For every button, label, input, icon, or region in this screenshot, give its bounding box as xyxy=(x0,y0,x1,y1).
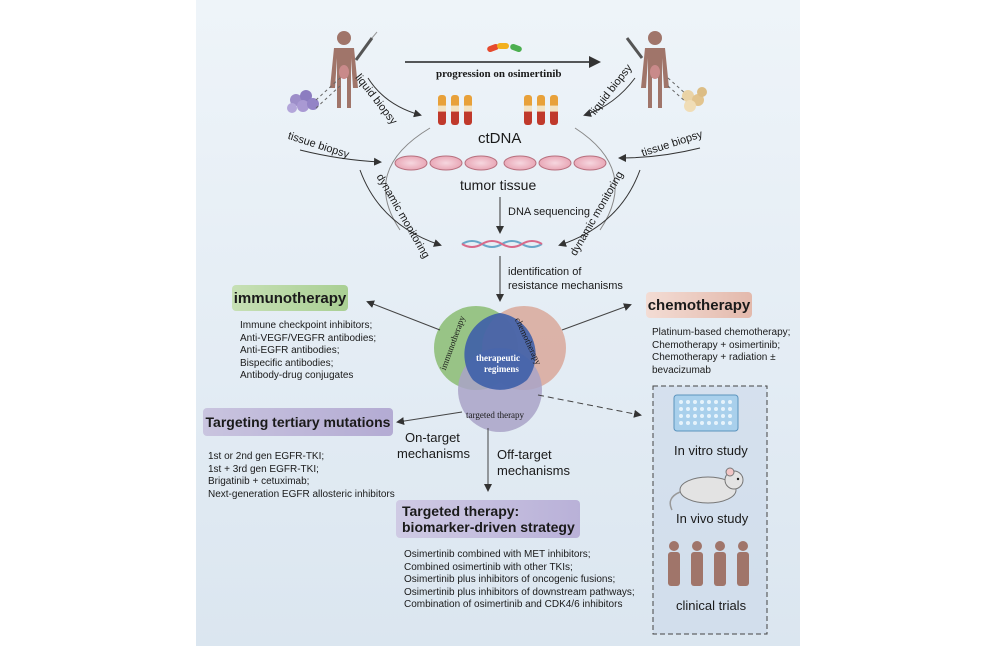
progression-label: progression on osimertinib xyxy=(436,68,562,80)
targeted-item: Osimertinib plus inhibitors of downstrea… xyxy=(404,586,635,598)
tumor-cells-left-icon xyxy=(287,90,319,113)
tertiary-mutations-title: Targeting tertiary mutations xyxy=(203,408,393,436)
targeted-list: Osimertinib combined with MET inhibitors… xyxy=(404,549,635,612)
venn-center-line2: regimens xyxy=(484,364,519,374)
immunotherapy-title: immunotherapy xyxy=(232,285,348,311)
chemotherapy-item: bevacizumab xyxy=(652,364,711,376)
chemotherapy-item: Chemotherapy + radiation ± xyxy=(652,352,776,363)
venn-diagram xyxy=(434,306,566,432)
syringe-icon-right xyxy=(625,37,644,59)
identification-line1: identification of xyxy=(508,266,582,278)
immunotherapy-item: Immune checkpoint inhibitors; xyxy=(240,320,373,331)
immunotherapy-item: Anti-VEGF/VEGFR antibodies; xyxy=(240,332,377,344)
targeted-item: Combined osimertinib with other TKIs; xyxy=(404,561,573,573)
people-icon xyxy=(668,541,749,586)
off-target-line2: mechanisms xyxy=(497,463,570,478)
ctdna-label: ctDNA xyxy=(478,130,522,147)
targeted-title-line1: Targeted therapy: xyxy=(402,503,520,519)
off-target-line1: Off-target xyxy=(497,447,552,462)
immunotherapy-item: Anti-EGFR antibodies; xyxy=(240,345,340,356)
dna-sequencing-label: DNA sequencing xyxy=(508,206,590,218)
on-target-line2: mechanisms xyxy=(397,446,470,461)
on-target-line1: On-target xyxy=(405,430,460,445)
targeted-item: Osimertinib combined with MET inhibitors… xyxy=(404,549,591,560)
patient-figure-left xyxy=(330,31,358,108)
tertiary-item: 1st or 2nd gen EGFR-TKI; xyxy=(208,451,325,462)
targeted-therapy-title: Targeted therapy: biomarker-driven strat… xyxy=(396,500,580,538)
targeted-title-line2: biomarker-driven strategy xyxy=(402,519,575,535)
blood-tubes-right xyxy=(524,95,558,125)
immunotherapy-item: Bispecific antibodies; xyxy=(240,357,334,369)
chemotherapy-item: Chemotherapy + osimertinib; xyxy=(652,339,781,351)
tumor-tissue-label: tumor tissue xyxy=(460,177,537,193)
tertiary-item: Brigatinib + cetuximab; xyxy=(208,476,310,487)
immunotherapy-list: Immune checkpoint inhibitors; Anti-VEGF/… xyxy=(240,320,376,383)
tertiary-item: 1st + 3rd gen EGFR-TKI; xyxy=(208,463,319,475)
chemotherapy-item: Platinum-based chemotherapy; xyxy=(652,327,791,338)
identification-line2: resistance mechanisms xyxy=(508,280,623,292)
mouse-icon xyxy=(669,467,744,511)
venn-targeted-label: targeted therapy xyxy=(466,410,525,420)
chemotherapy-title: chemotherapy xyxy=(646,292,752,318)
patient-figure-right xyxy=(641,31,669,108)
blood-tubes-left xyxy=(438,95,472,125)
pills-icon xyxy=(487,43,522,53)
tertiary-list: 1st or 2nd gen EGFR-TKI; 1st + 3rd gen E… xyxy=(208,451,395,501)
venn-center-line1: therapeutic xyxy=(476,353,520,363)
petri-dishes xyxy=(394,155,607,171)
targeted-item: Combination of osimertinib and CDK4/6 in… xyxy=(404,599,623,610)
tertiary-item: Next-generation EGFR allosteric inhibito… xyxy=(208,488,395,500)
syringe-icon xyxy=(354,31,378,61)
in-vitro-label: In vitro study xyxy=(674,443,748,458)
microplate-icon xyxy=(673,394,739,432)
tumor-cells-right-icon xyxy=(682,87,707,112)
immunotherapy-item: Antibody-drug conjugates xyxy=(240,370,354,381)
in-vivo-label: In vivo study xyxy=(676,511,749,526)
dna-strand-icon xyxy=(461,240,543,248)
targeted-item: Osimertinib plus inhibitors of oncogenic… xyxy=(404,574,616,585)
chemotherapy-list: Platinum-based chemotherapy; Chemotherap… xyxy=(652,327,790,377)
clinical-trials-label: clinical trials xyxy=(676,598,747,613)
